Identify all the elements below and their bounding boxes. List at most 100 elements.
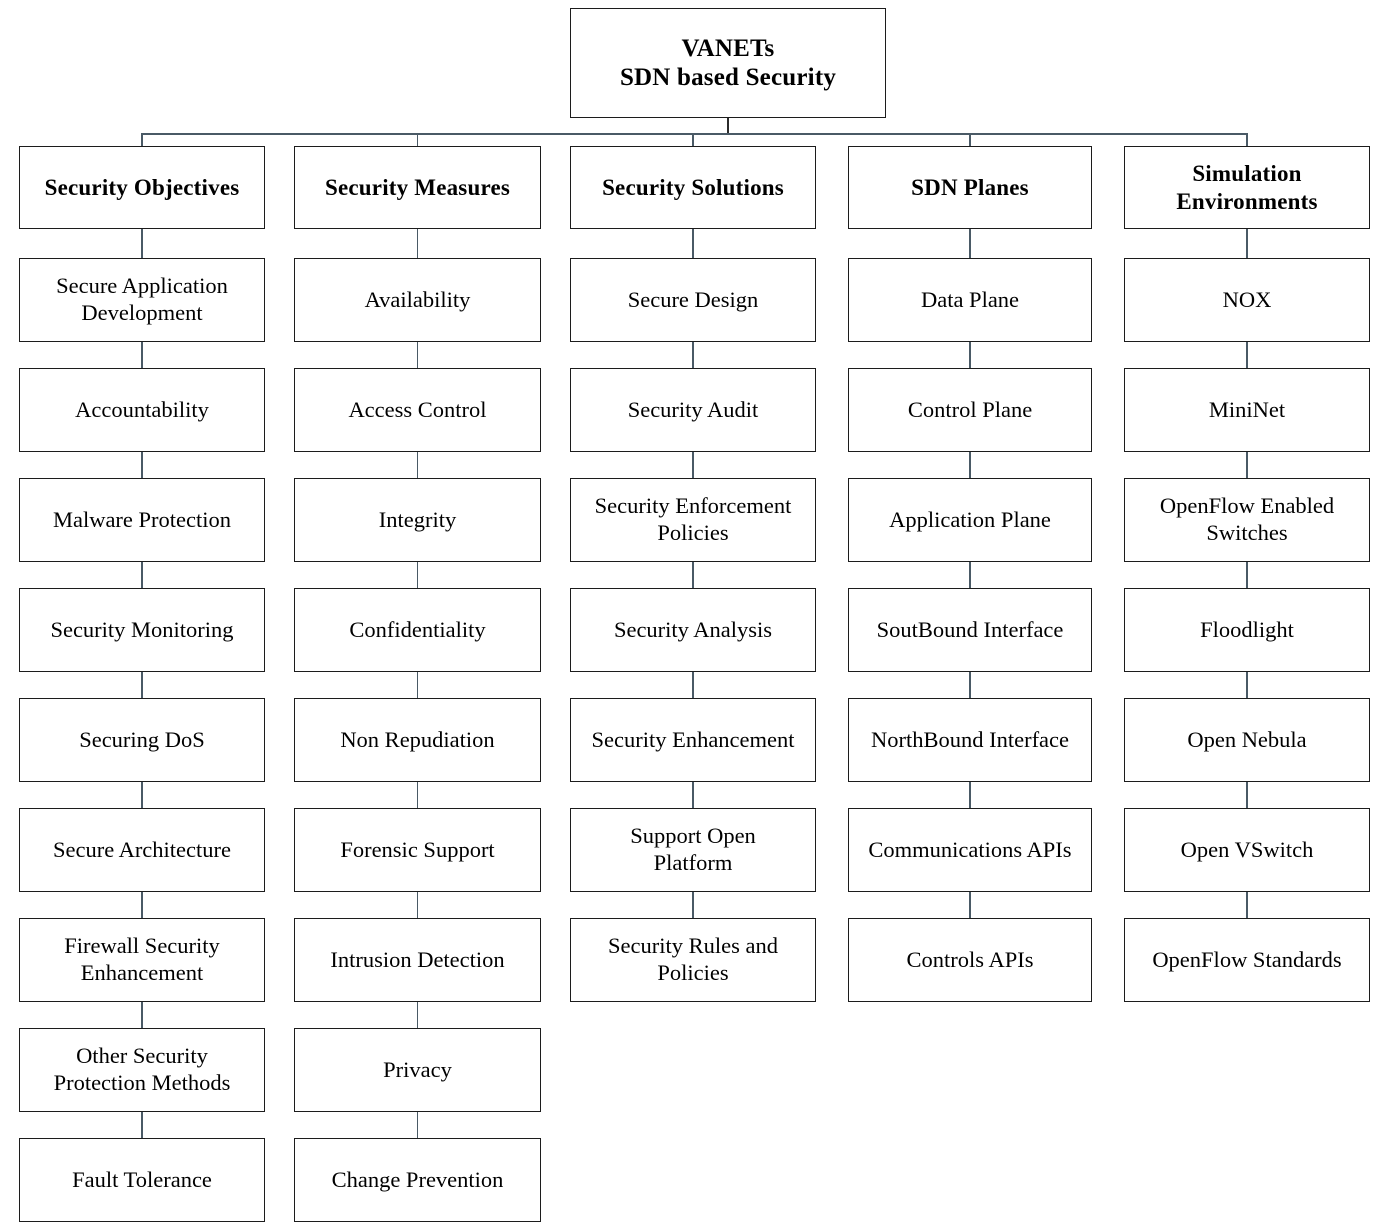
node-simulation-environments-3[interactable]: Floodlight xyxy=(1124,588,1370,672)
node-security-measures-6-label: Intrusion Detection xyxy=(330,946,505,972)
link-connector-sdn-planes-1 xyxy=(969,342,971,368)
node-simulation-environments-3-label: Floodlight xyxy=(1200,616,1294,642)
link-connector-security-solutions-2 xyxy=(692,452,694,478)
node-security-measures-3[interactable]: Confidentiality xyxy=(294,588,541,672)
node-security-objectives-1[interactable]: Accountability xyxy=(19,368,265,452)
root-node[interactable]: VANETs SDN based Security xyxy=(570,8,886,118)
column-header-sdn-planes[interactable]: SDN Planes xyxy=(848,146,1092,229)
link-connector-simulation-environments-1 xyxy=(1246,342,1248,368)
node-sdn-planes-1[interactable]: Control Plane xyxy=(848,368,1092,452)
node-security-objectives-8-label: Fault Tolerance xyxy=(72,1166,212,1192)
node-simulation-environments-0[interactable]: NOX xyxy=(1124,258,1370,342)
node-security-measures-8-label: Change Prevention xyxy=(331,1166,504,1192)
node-simulation-environments-0-label: NOX xyxy=(1222,286,1272,312)
node-simulation-environments-4-label: Open Nebula xyxy=(1187,726,1307,752)
node-security-solutions-1[interactable]: Security Audit xyxy=(570,368,816,452)
link-connector-security-measures-3 xyxy=(416,562,419,588)
node-sdn-planes-3-label: SoutBound Interface xyxy=(876,616,1064,642)
node-security-solutions-2-label: Security Enforcement Policies xyxy=(594,493,792,545)
node-security-solutions-4[interactable]: Security Enhancement xyxy=(570,698,816,782)
link-connector-security-objectives-8 xyxy=(141,1112,143,1138)
link-connector-security-measures-4 xyxy=(416,672,419,698)
link-connector-security-solutions-0 xyxy=(692,229,694,258)
node-sdn-planes-3[interactable]: SoutBound Interface xyxy=(848,588,1092,672)
node-security-solutions-1-label: Security Audit xyxy=(627,396,759,422)
link-connector-security-objectives-3 xyxy=(141,562,143,588)
node-security-objectives-8[interactable]: Fault Tolerance xyxy=(19,1138,265,1222)
column-header-simulation-environments[interactable]: Simulation Environments xyxy=(1124,146,1370,229)
node-security-solutions-0[interactable]: Secure Design xyxy=(570,258,816,342)
node-security-measures-0-label: Availability xyxy=(364,286,471,312)
node-sdn-planes-0-label: Data Plane xyxy=(920,286,1020,312)
node-security-solutions-6[interactable]: Security Rules and Policies xyxy=(570,918,816,1002)
node-security-objectives-0[interactable]: Secure Application Development xyxy=(19,258,265,342)
node-security-measures-2[interactable]: Integrity xyxy=(294,478,541,562)
node-sdn-planes-5[interactable]: Communications APIs xyxy=(848,808,1092,892)
link-connector-security-solutions-3 xyxy=(692,562,694,588)
column-header-security-solutions[interactable]: Security Solutions xyxy=(570,146,816,229)
node-sdn-planes-6[interactable]: Controls APIs xyxy=(848,918,1092,1002)
node-security-solutions-5[interactable]: Support Open Platform xyxy=(570,808,816,892)
node-sdn-planes-2[interactable]: Application Plane xyxy=(848,478,1092,562)
column-header-simulation-environments-label: Simulation Environments xyxy=(1176,161,1318,214)
link-connector-security-measures-6 xyxy=(416,892,419,918)
node-security-measures-1[interactable]: Access Control xyxy=(294,368,541,452)
node-security-solutions-3-label: Security Analysis xyxy=(613,616,773,642)
node-sdn-planes-2-label: Application Plane xyxy=(889,506,1051,532)
column-header-security-measures[interactable]: Security Measures xyxy=(294,146,541,229)
link-connector-security-solutions-1 xyxy=(692,342,694,368)
node-security-measures-0[interactable]: Availability xyxy=(294,258,541,342)
node-security-measures-4[interactable]: Non Repudiation xyxy=(294,698,541,782)
node-security-objectives-0-label: Secure Application Development xyxy=(56,273,228,325)
node-security-objectives-6[interactable]: Firewall Security Enhancement xyxy=(19,918,265,1002)
node-security-objectives-7-label: Other Security Protection Methods xyxy=(53,1043,231,1095)
link-connector-security-measures-7 xyxy=(416,1002,419,1028)
link-connector-security-measures-2 xyxy=(416,452,419,478)
node-security-solutions-5-label: Support Open Platform xyxy=(630,823,756,875)
node-sdn-planes-0[interactable]: Data Plane xyxy=(848,258,1092,342)
node-security-solutions-0-label: Secure Design xyxy=(627,286,759,312)
node-security-objectives-7[interactable]: Other Security Protection Methods xyxy=(19,1028,265,1112)
link-connector-sdn-planes-0 xyxy=(969,229,971,258)
node-security-measures-1-label: Access Control xyxy=(348,396,487,422)
node-security-measures-5[interactable]: Forensic Support xyxy=(294,808,541,892)
node-simulation-environments-6[interactable]: OpenFlow Standards xyxy=(1124,918,1370,1002)
node-security-measures-4-label: Non Repudiation xyxy=(340,726,495,752)
node-simulation-environments-4[interactable]: Open Nebula xyxy=(1124,698,1370,782)
branch-drop-connector-security-objectives xyxy=(141,133,143,146)
node-security-objectives-3-label: Security Monitoring xyxy=(50,616,234,642)
node-security-objectives-3[interactable]: Security Monitoring xyxy=(19,588,265,672)
node-security-objectives-4[interactable]: Securing DoS xyxy=(19,698,265,782)
link-connector-simulation-environments-2 xyxy=(1246,452,1248,478)
link-connector-sdn-planes-3 xyxy=(969,562,971,588)
link-connector-simulation-environments-6 xyxy=(1246,892,1248,918)
node-security-solutions-2[interactable]: Security Enforcement Policies xyxy=(570,478,816,562)
node-simulation-environments-1[interactable]: MiniNet xyxy=(1124,368,1370,452)
link-connector-security-objectives-2 xyxy=(141,452,143,478)
column-header-security-measures-label: Security Measures xyxy=(324,174,511,200)
node-simulation-environments-1-label: MiniNet xyxy=(1208,396,1286,422)
root-stem-connector xyxy=(727,118,729,133)
link-connector-security-objectives-6 xyxy=(141,892,143,918)
node-security-measures-7[interactable]: Privacy xyxy=(294,1028,541,1112)
node-security-measures-7-label: Privacy xyxy=(383,1056,452,1082)
node-simulation-environments-5[interactable]: Open VSwitch xyxy=(1124,808,1370,892)
column-header-security-objectives[interactable]: Security Objectives xyxy=(19,146,265,229)
link-connector-security-objectives-5 xyxy=(141,782,143,808)
node-security-objectives-5[interactable]: Secure Architecture xyxy=(19,808,265,892)
link-connector-security-solutions-5 xyxy=(692,782,694,808)
node-sdn-planes-6-label: Controls APIs xyxy=(906,946,1034,972)
node-sdn-planes-4-label: NorthBound Interface xyxy=(870,726,1070,752)
link-connector-security-objectives-0 xyxy=(141,229,143,258)
node-security-solutions-3[interactable]: Security Analysis xyxy=(570,588,816,672)
node-simulation-environments-2[interactable]: OpenFlow Enabled Switches xyxy=(1124,478,1370,562)
node-security-measures-8[interactable]: Change Prevention xyxy=(294,1138,541,1222)
node-security-solutions-4-label: Security Enhancement xyxy=(591,726,795,752)
node-security-measures-6[interactable]: Intrusion Detection xyxy=(294,918,541,1002)
branch-drop-connector-security-solutions xyxy=(692,133,694,146)
link-connector-security-objectives-7 xyxy=(141,1002,143,1028)
node-sdn-planes-4[interactable]: NorthBound Interface xyxy=(848,698,1092,782)
node-simulation-environments-6-label: OpenFlow Standards xyxy=(1152,946,1342,972)
node-security-objectives-2[interactable]: Malware Protection xyxy=(19,478,265,562)
